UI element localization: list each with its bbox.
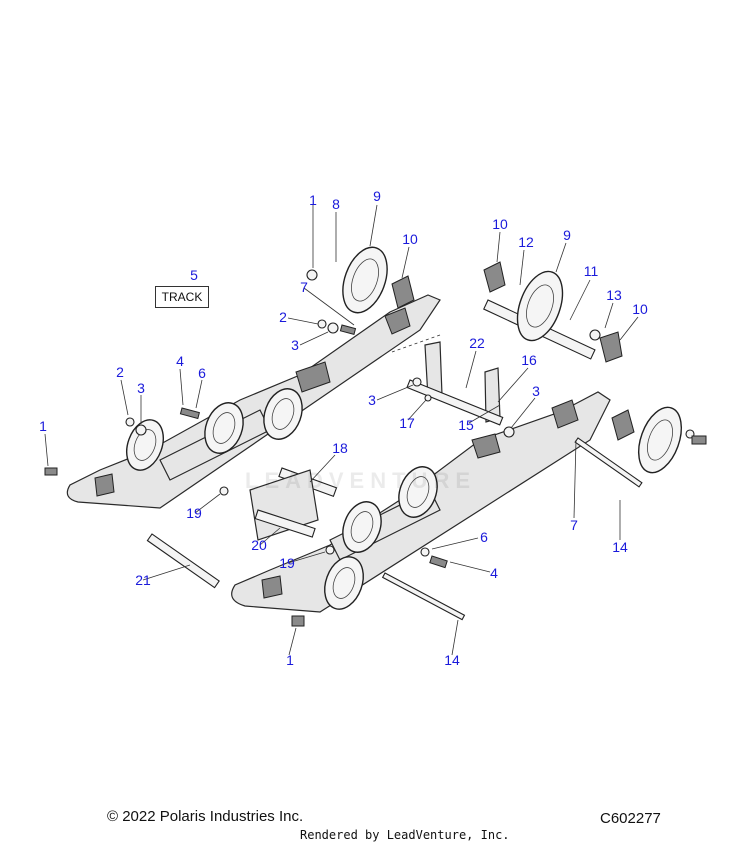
callout-5: 5 bbox=[190, 267, 198, 283]
callout-7: 7 bbox=[300, 279, 308, 295]
reference-code: C602277 bbox=[600, 810, 661, 827]
callout-3: 3 bbox=[532, 383, 540, 399]
callout-9: 9 bbox=[373, 188, 381, 204]
callout-10: 10 bbox=[492, 216, 508, 232]
callout-1: 1 bbox=[286, 652, 294, 668]
wheel-right-front bbox=[324, 556, 364, 610]
callout-3: 3 bbox=[368, 392, 376, 408]
bolt-14-top bbox=[574, 437, 643, 488]
wheel-right-mid bbox=[342, 501, 382, 553]
callout-16: 16 bbox=[521, 352, 537, 368]
callout-10: 10 bbox=[402, 231, 418, 247]
callout-17: 17 bbox=[399, 415, 415, 431]
callout-18: 18 bbox=[332, 440, 348, 456]
callout-13: 13 bbox=[606, 287, 622, 303]
callout-3: 3 bbox=[291, 337, 299, 353]
callout-12: 12 bbox=[518, 234, 534, 250]
bolt-14-bottom bbox=[381, 572, 466, 621]
callout-6: 6 bbox=[198, 365, 206, 381]
callout-11: 11 bbox=[584, 263, 599, 279]
callout-19: 19 bbox=[279, 555, 295, 571]
callout-20: 20 bbox=[251, 537, 267, 553]
wheel-left-front bbox=[126, 419, 164, 471]
shaft-18-assembly bbox=[249, 467, 338, 541]
fasteners bbox=[44, 269, 707, 627]
wheel-left-mid bbox=[204, 402, 244, 454]
callout-2: 2 bbox=[116, 364, 124, 380]
idler-wheel-top-left bbox=[342, 246, 415, 314]
rod-21 bbox=[146, 533, 220, 589]
callout-15: 15 bbox=[458, 417, 474, 433]
callout-19: 19 bbox=[186, 505, 202, 521]
bracket-22 bbox=[406, 341, 504, 426]
idler-wheel-right-side bbox=[611, 406, 683, 474]
callout-22: 22 bbox=[469, 335, 485, 351]
wheel-left-rear bbox=[263, 388, 303, 440]
callout-1: 1 bbox=[39, 418, 47, 434]
watermark: LEADVENTURE bbox=[245, 468, 477, 493]
callout-6: 6 bbox=[480, 529, 488, 545]
callout-9: 9 bbox=[563, 227, 571, 243]
rendered-by-text: Rendered by LeadVenture, Inc. bbox=[300, 828, 510, 842]
leader-lines bbox=[44, 204, 639, 656]
callout-labels: 1 8 9 10 10 12 9 11 13 10 5 7 2 3 22 16 … bbox=[39, 188, 648, 668]
wheel-right-rear bbox=[398, 466, 438, 518]
callout-14: 14 bbox=[444, 652, 460, 668]
idler-wheel-top-right bbox=[483, 261, 623, 363]
callout-4: 4 bbox=[176, 353, 184, 369]
callout-21: 21 bbox=[135, 572, 151, 588]
callout-14: 14 bbox=[612, 539, 628, 555]
callout-7: 7 bbox=[570, 517, 578, 533]
callout-2: 2 bbox=[279, 309, 287, 325]
callout-3: 3 bbox=[137, 380, 145, 396]
callout-10: 10 bbox=[632, 301, 648, 317]
copyright-text: © 2022 Polaris Industries Inc. bbox=[107, 808, 304, 825]
callout-4: 4 bbox=[490, 565, 498, 581]
track-label-box: TRACK bbox=[155, 286, 209, 308]
callout-1: 1 bbox=[309, 192, 317, 208]
callout-8: 8 bbox=[332, 196, 340, 212]
